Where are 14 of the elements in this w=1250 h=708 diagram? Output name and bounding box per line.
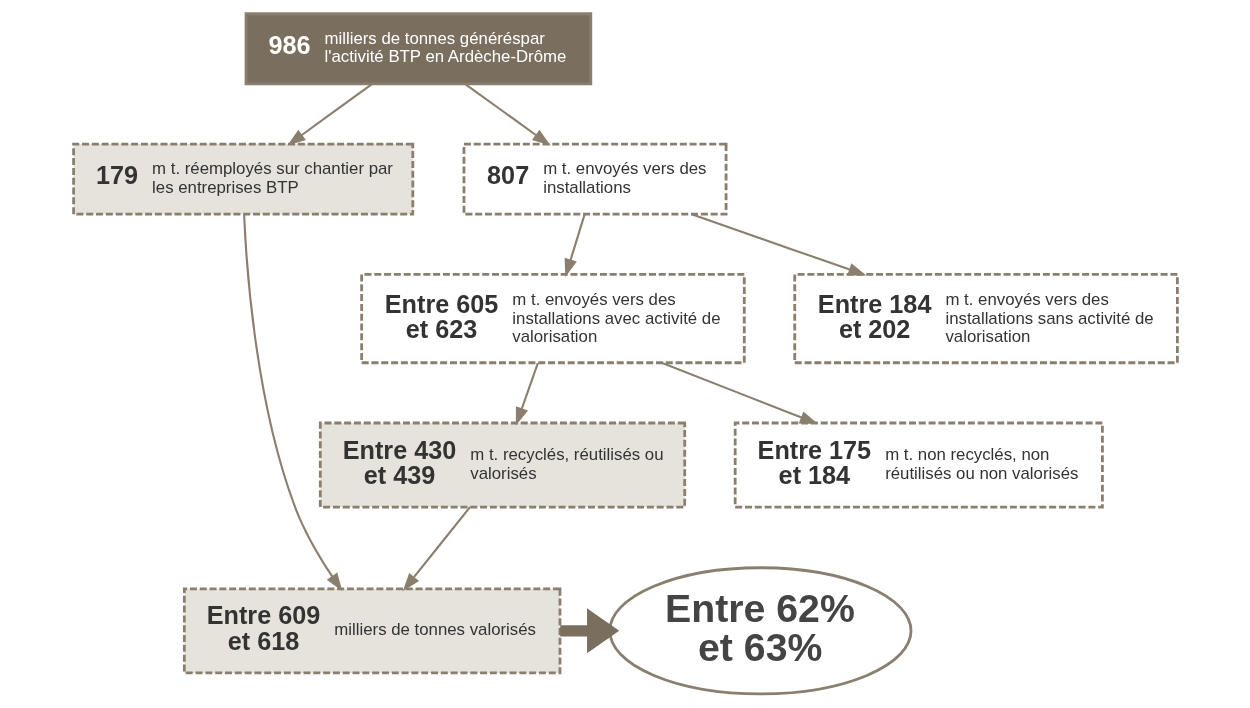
- arrow: [564, 214, 586, 278]
- arrow: [286, 83, 373, 146]
- node-box: 179 m t. réemployés sur chantier par les entreprises BTP: [71, 142, 414, 216]
- arrow: [242, 214, 342, 592]
- node-box: 986 milliers de tonnes généréspar l'activité BTP en Ardèche-Drôme: [244, 12, 592, 86]
- node-ellipse: Entre 62% et 63%: [607, 566, 912, 696]
- arrow: [661, 361, 818, 425]
- arrow: [559, 608, 619, 654]
- node-box: Entre 175 et 184 m t. non recyclés, non réutilisés ou non valorisés: [733, 421, 1104, 509]
- arrow: [690, 213, 866, 276]
- arrow: [464, 83, 550, 146]
- arrow: [515, 362, 539, 426]
- node-box: Entre 430 et 439 m t. recyclés, réutilisés ou valorisés: [318, 421, 686, 509]
- arrow: [402, 506, 471, 592]
